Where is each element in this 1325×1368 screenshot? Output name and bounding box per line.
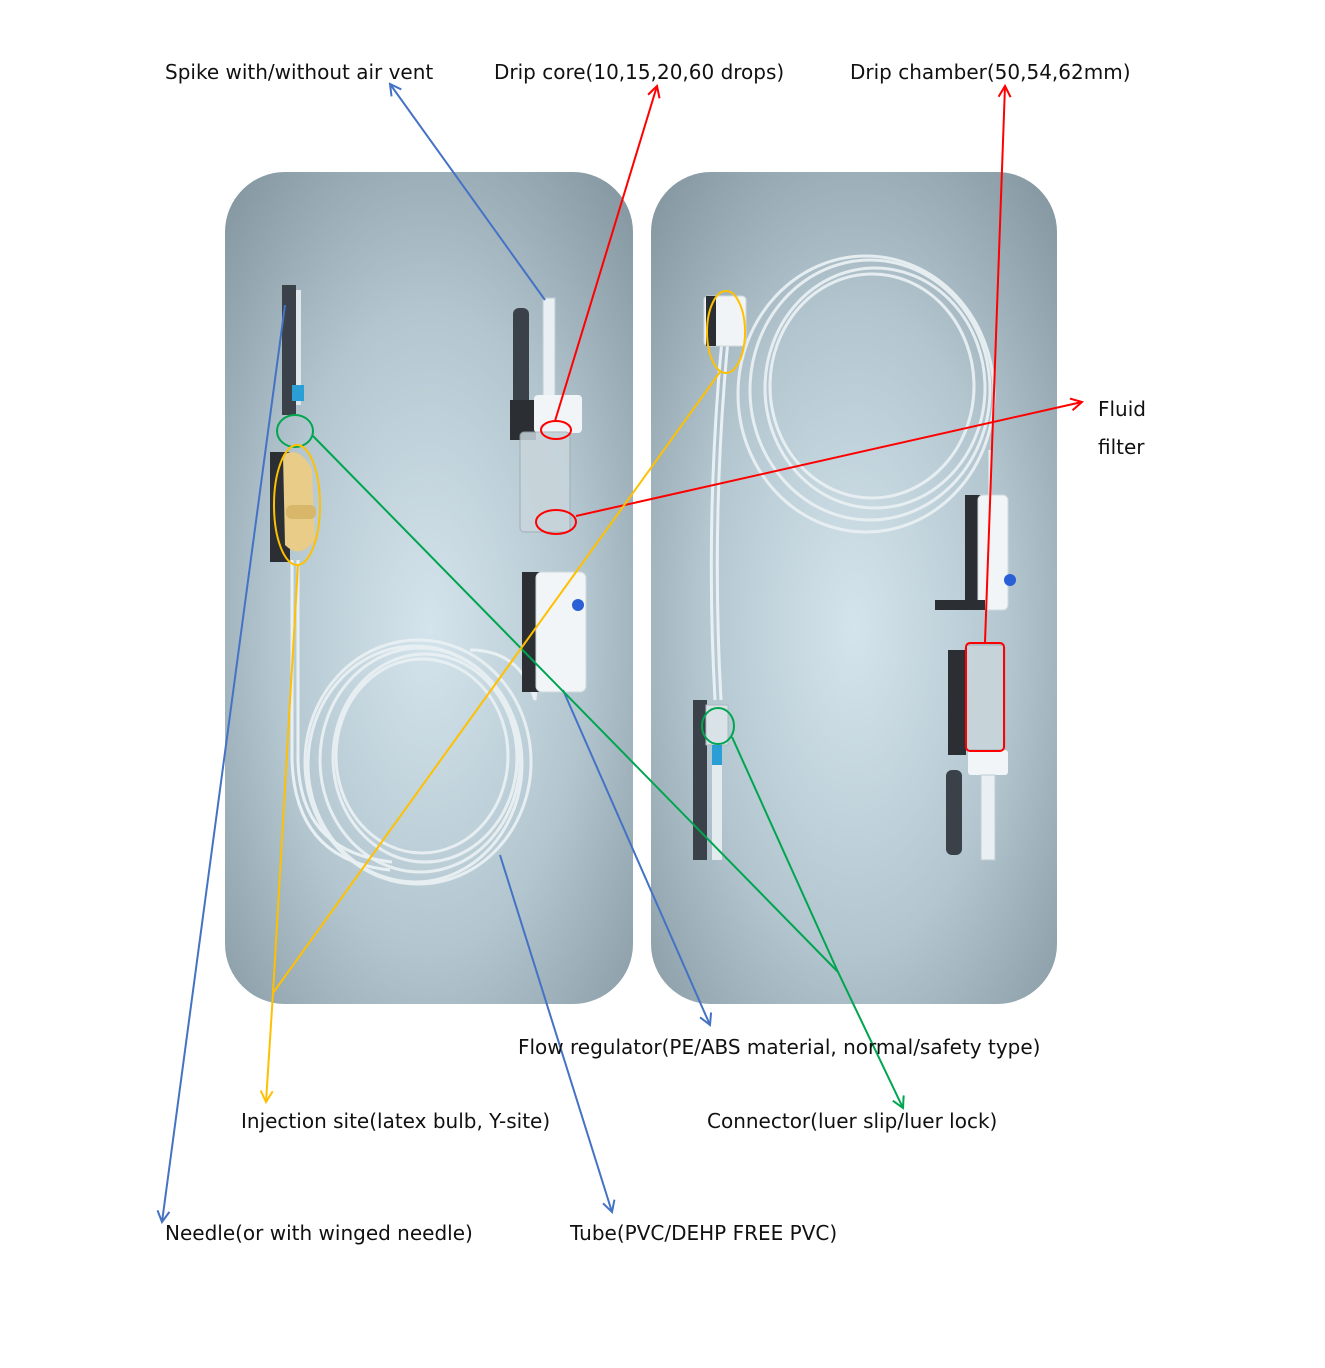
fluid-filter-label-line1: Fluid — [1098, 397, 1146, 421]
flow-regulator-left — [535, 571, 587, 693]
needle-arrow — [162, 304, 286, 1222]
needle-cap — [282, 285, 296, 415]
drip-chamber-left — [519, 431, 571, 533]
injection-arrow-right — [272, 371, 721, 994]
right-photo-panel — [651, 172, 1057, 1004]
needle-assembly — [270, 285, 316, 562]
connector-label: Connector(luer slip/luer lock) — [707, 1109, 997, 1133]
labels: Spike with/without air vent Drip core(10… — [165, 60, 1146, 1245]
connector-highlight-right — [701, 707, 735, 745]
drip-chamber-arrow — [984, 86, 1005, 643]
spike — [542, 297, 556, 399]
tube-arrow — [499, 854, 612, 1212]
flow-regulator-arrow — [562, 689, 710, 1025]
right-needle-assembly — [693, 700, 729, 860]
injection-arrow-left — [272, 564, 299, 994]
left-coiled-tube — [303, 638, 533, 886]
right-regulator-assembly — [935, 494, 1016, 861]
flow-regulator-right — [977, 494, 1009, 611]
needle-hub — [292, 385, 304, 401]
left-photo-panel — [225, 172, 633, 1004]
fluid-filter-arrow — [575, 402, 1082, 517]
spike-arrow — [390, 84, 546, 301]
left-panel-background — [225, 172, 633, 1004]
leader-arrows — [162, 84, 1082, 1222]
latex-bulb — [283, 452, 315, 552]
spike-cap — [513, 308, 529, 418]
drip-core-arrow — [554, 86, 657, 422]
flow-regulator-label: Flow regulator(PE/ABS material, normal/s… — [518, 1035, 1040, 1059]
connector-arrow-right — [731, 736, 839, 973]
drip-chamber-right — [964, 644, 1006, 751]
fluid-filter-highlight — [535, 509, 577, 535]
injection-site-label: Injection site(latex bulb, Y-site) — [241, 1109, 550, 1133]
needle-label: Needle(or with winged needle) — [165, 1221, 473, 1245]
spike-right — [980, 774, 996, 861]
drip-chamber-highlight — [965, 642, 1005, 752]
right-spike-top — [703, 295, 747, 347]
connector-highlight-left — [276, 414, 314, 448]
drip-chamber-label: Drip chamber(50,54,62mm) — [850, 60, 1131, 84]
spike-label: Spike with/without air vent — [165, 60, 433, 84]
injection-arrow-pointer — [266, 992, 274, 1102]
fluid-filter-label-line2: filter — [1098, 435, 1145, 459]
injection-site-highlight-right — [706, 290, 746, 374]
tube-label: Tube(PVC/DEHP FREE PVC) — [569, 1221, 837, 1245]
drip-core-label: Drip core(10,15,20,60 drops) — [494, 60, 784, 84]
